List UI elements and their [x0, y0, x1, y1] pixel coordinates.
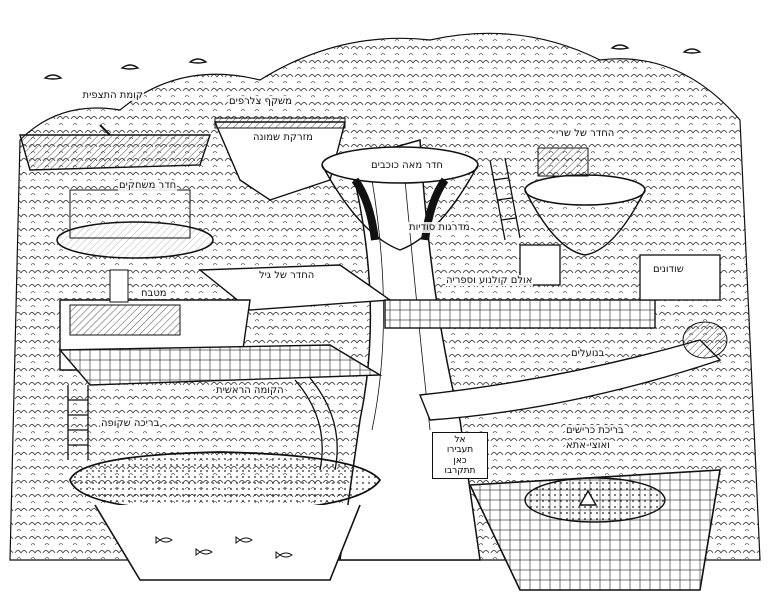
- label-pool: בריכה שקופה: [100, 418, 161, 429]
- shark-pool: [468, 469, 721, 591]
- sign-line-3: כאן: [453, 455, 467, 466]
- observatory-platform: [19, 124, 211, 171]
- label-ufo: משקף צלרפים: [228, 96, 293, 107]
- label-kitchen: מטבח: [140, 288, 168, 299]
- sign-line-4: תתקרבו: [444, 466, 476, 477]
- label-sheri-room: החדר של שרי: [555, 128, 616, 139]
- label-games-room: חדר משחקים: [118, 180, 178, 191]
- label-tunnel: בנועלים: [570, 348, 606, 359]
- ladders: [67, 157, 521, 471]
- label-gil-room: החדר של גיל: [258, 270, 316, 281]
- label-observatory: קומת התצפית: [82, 90, 144, 101]
- warning-sign: אל תעבירו כאן תתקרבו: [432, 432, 488, 480]
- sky-walkway: [419, 321, 728, 421]
- games-room-disc: [56, 189, 214, 259]
- sign-line-1: אל: [454, 435, 466, 445]
- label-shark-note: ואוצי-אתא: [565, 440, 611, 451]
- label-secret-stairs: מדרגות סודיות: [408, 222, 471, 233]
- label-dream-room: חדר מאה כוכבים: [370, 160, 444, 171]
- label-main-floor: הקומה הראשית: [215, 385, 285, 396]
- sheri-room-funnel: [524, 147, 646, 256]
- label-shark-pool: בריכת כרישים: [565, 425, 625, 436]
- label-roof-garden: שודונים: [652, 264, 685, 275]
- sign-line-2: תעבירו: [446, 445, 474, 456]
- label-library: אולם קולנוע וספריה: [445, 275, 534, 286]
- label-skylight: מזרקת שמונה: [252, 132, 314, 143]
- transparent-pool: [69, 451, 382, 581]
- birds: [43, 44, 702, 80]
- library-platform: [384, 244, 721, 329]
- main-floor: [58, 344, 383, 386]
